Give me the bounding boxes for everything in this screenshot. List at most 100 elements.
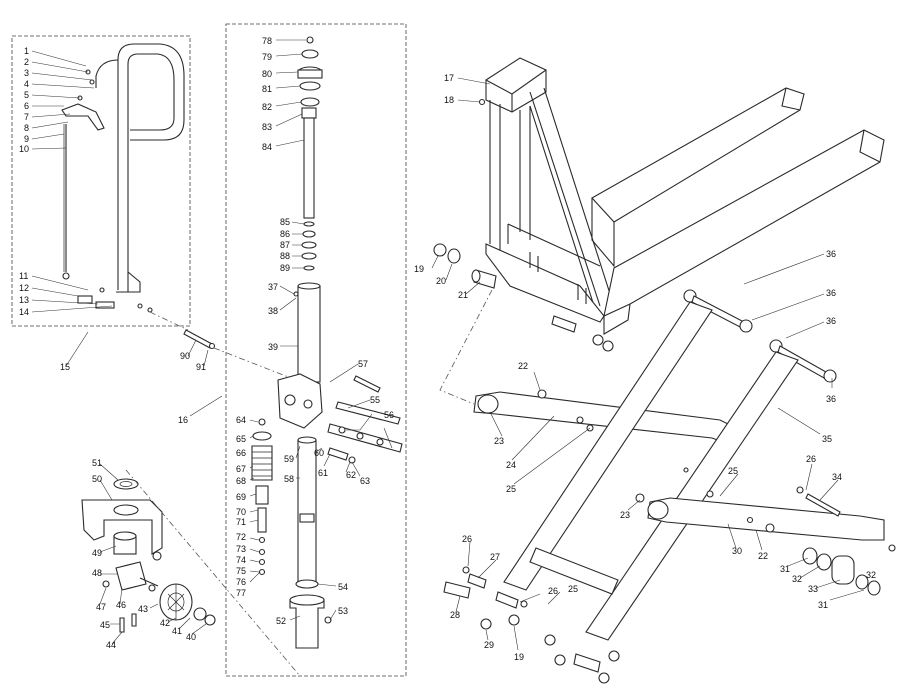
callout-36-b: 36 [826,288,836,298]
callout-21: 21 [458,290,468,300]
roller-pin [77,295,93,304]
callout-83: 83 [262,122,272,132]
control-lever [61,103,105,131]
left-fork [591,87,805,223]
handle-curl [95,59,119,88]
callout-3: 3 [24,68,29,78]
callout-25: 25 [506,484,516,494]
callout-24: 24 [506,460,516,470]
callout-8: 8 [24,123,29,133]
callout-48: 48 [92,568,102,578]
callout-32-b: 32 [866,570,876,580]
callout-77: 77 [236,588,246,598]
piston-rod [303,117,315,219]
callout-88: 88 [280,251,290,261]
callout-9: 9 [24,134,29,144]
callout-36-a: 36 [826,249,836,259]
callout-14: 14 [19,307,29,317]
callout-84: 84 [262,142,272,152]
callout-45: 45 [100,620,110,630]
handle-group-box [11,35,191,327]
callout-36-d: 36 [826,394,836,404]
callout-63: 63 [360,476,370,486]
callout-38: 38 [268,306,278,316]
callout-73: 73 [236,544,246,554]
pump-group-box [225,23,407,677]
handle-loop-inner [127,53,175,292]
scissor-lift: 36 36 36 36 35 22 23 24 25 23 25 26 34 2… [443,249,896,684]
callout-47: 47 [96,602,106,612]
callout-61: 61 [318,468,328,478]
callout-11: 11 [19,271,28,281]
callout-44: 44 [106,640,116,650]
callout-6: 6 [24,101,29,111]
callout-49: 49 [92,548,102,558]
callout-59: 59 [284,454,294,464]
callout-19: 19 [414,264,424,274]
pump-mount-head [485,57,547,113]
callout-85: 85 [280,217,290,227]
callout-90: 90 [180,351,190,361]
callout-69: 69 [236,492,246,502]
handle-foot [116,271,141,293]
callout-67: 67 [236,464,246,474]
callout-13: 13 [19,295,29,305]
callout-33: 33 [808,584,818,594]
release-valve [327,423,403,453]
callout-32: 32 [792,574,802,584]
pin-90-91: 90 91 16 [149,311,297,425]
callout-56: 56 [384,410,394,420]
callout-18: 18 [444,95,454,105]
callout-22-b: 22 [758,551,768,561]
axle-pin [95,301,115,309]
ram-piston [297,439,317,587]
callout-30: 30 [732,546,742,556]
long-arm-left [503,301,713,591]
callout-40: 40 [186,632,196,642]
callout-42: 42 [160,618,170,628]
callout-4: 4 [24,79,29,89]
callout-76: 76 [236,577,246,587]
callout-23: 23 [494,436,504,446]
callout-26-c: 26 [548,586,558,596]
steering-yoke-assembly: 51 50 49 48 47 46 43 42 41 40 45 44 [81,458,301,677]
callout-37: 37 [268,282,278,292]
callout-26-b: 26 [462,534,472,544]
callout-86: 86 [280,229,290,239]
callout-43: 43 [138,604,148,614]
callout-26: 26 [806,454,816,464]
callout-31-b: 31 [818,600,828,610]
callout-60: 60 [314,448,324,458]
callout-31: 31 [780,564,790,574]
callout-41: 41 [172,626,182,636]
callout-89: 89 [280,263,290,273]
callout-35: 35 [822,434,832,444]
callout-1: 1 [24,46,29,56]
callout-17: 17 [444,73,454,83]
callout-16: 16 [178,415,188,425]
callout-19-b: 19 [514,652,524,662]
callout-25-c: 25 [568,584,578,594]
hydraulic-pump-assembly: 78 79 80 81 82 83 84 85 86 87 88 89 37 3… [225,23,407,677]
callout-5: 5 [24,90,29,100]
callout-82: 82 [262,102,272,112]
callout-53: 53 [338,606,348,616]
callout-79: 79 [262,52,272,62]
callout-78: 78 [262,36,272,46]
callout-80: 80 [262,69,272,79]
pump-body [277,373,323,429]
handle-loop-outer [117,43,185,290]
callout-81: 81 [262,84,272,94]
callout-27: 27 [490,552,500,562]
callout-57: 57 [358,359,368,369]
callout-66: 66 [236,448,246,458]
callout-34: 34 [832,472,842,482]
callout-64: 64 [236,415,246,425]
load-roller [831,555,855,585]
ball-78 [306,36,314,44]
callout-62: 62 [346,470,356,480]
callout-46: 46 [116,600,126,610]
callout-2: 2 [24,57,29,67]
callout-15: 15 [60,362,70,372]
